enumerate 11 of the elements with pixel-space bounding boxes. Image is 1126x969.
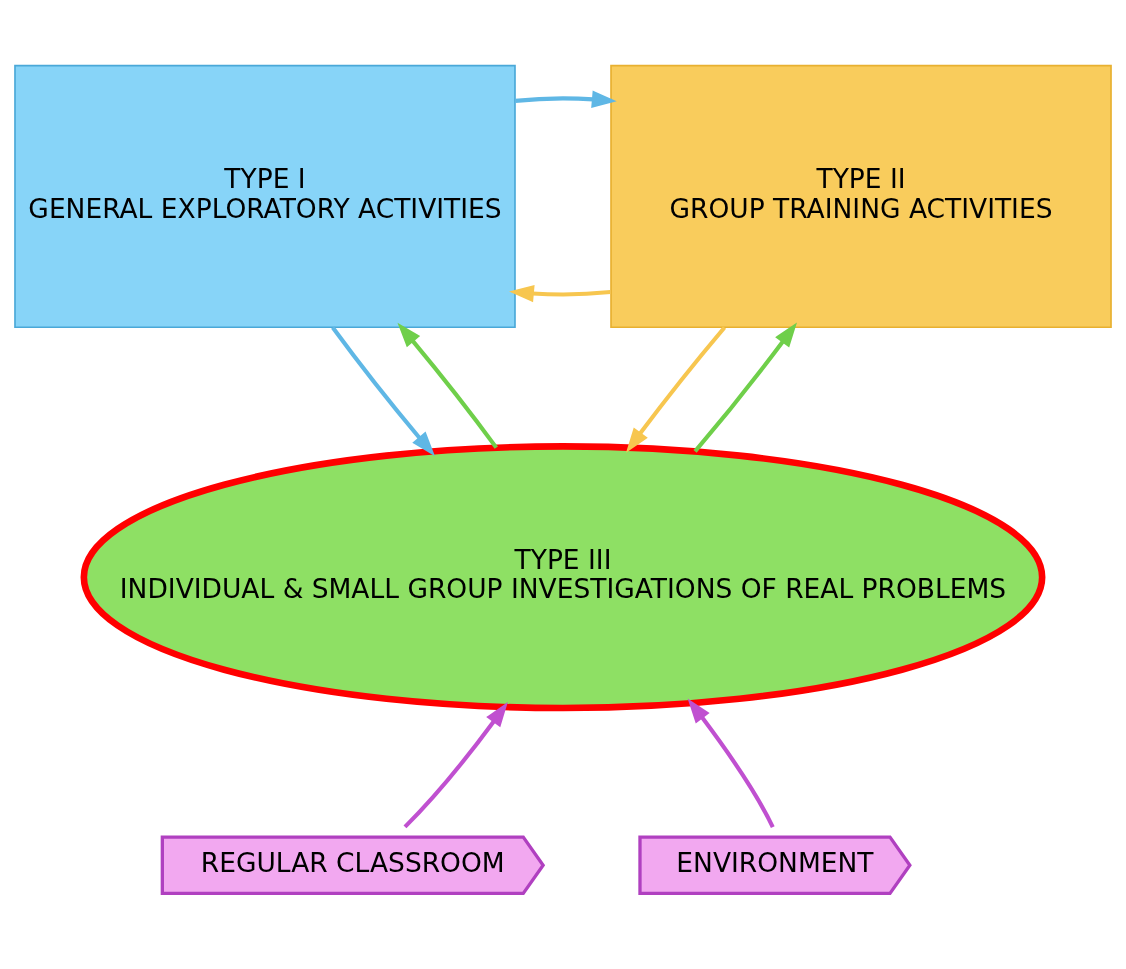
- node-ellipse: TYPE III INDIVIDUAL & SMALL GROUP INVESTIGATIONS OF REAL PROBLEMS: [80, 443, 1046, 712]
- arrow: [626, 326, 727, 453]
- node-box: TYPE I GENERAL EXPLORATORY ACTIVITIES: [14, 64, 516, 329]
- arrow: [397, 322, 498, 449]
- arrow: [509, 284, 611, 303]
- arrow: [693, 322, 797, 453]
- node-box: TYPE II GROUP TRAINING ACTIVITIES: [610, 64, 1112, 329]
- arrow: [515, 90, 617, 108]
- arrow: [687, 698, 775, 828]
- arrow: [331, 326, 435, 457]
- arrow: [403, 702, 508, 829]
